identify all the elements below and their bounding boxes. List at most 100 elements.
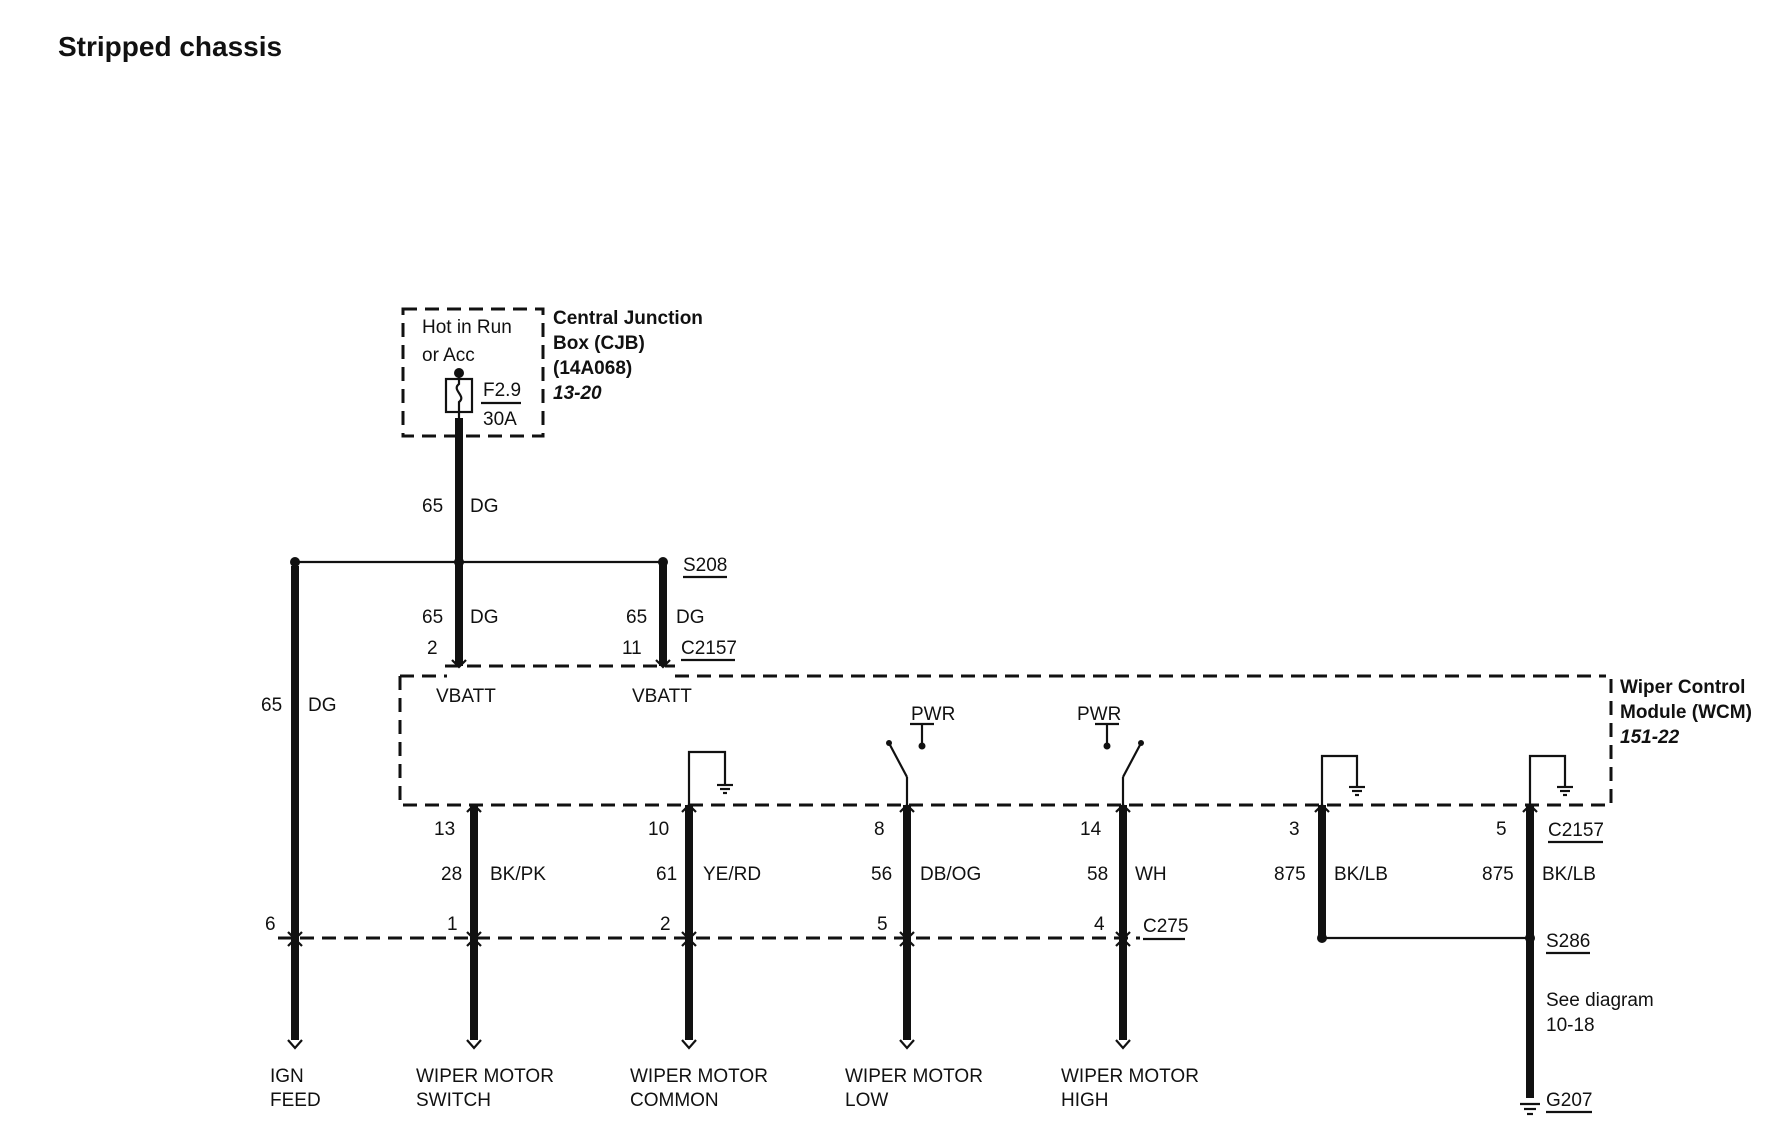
cjb-part-number: (14A068): [553, 358, 632, 379]
ign-label-line2: FEED: [270, 1090, 321, 1111]
pin3-color: BK/LB: [1334, 864, 1388, 885]
pin5-color: BK/LB: [1542, 864, 1596, 885]
c275-mark-5: [899, 931, 915, 947]
ground-g207: G207: [1546, 1090, 1592, 1111]
fuse-rating: 30A: [483, 409, 517, 430]
c2157-bottom-mark-13: [466, 803, 482, 813]
switch-high-blade: [1122, 744, 1141, 778]
high-c275-pin: 4: [1094, 914, 1105, 935]
ign-wire-circuit: 65: [261, 695, 282, 716]
vbatt2-color: DG: [676, 607, 705, 628]
common-internal-ground-path: [687, 750, 727, 805]
wire-wiper-high-arrow: [1115, 1039, 1131, 1050]
high-label-line1: WIPER MOTOR: [1061, 1066, 1199, 1087]
feed-wire-color: DG: [470, 496, 499, 517]
feed-wire-circuit: 65: [422, 496, 443, 517]
pwr-label-low: PWR: [911, 704, 955, 725]
splice-s208: S208: [683, 555, 727, 576]
high-circuit: 58: [1087, 864, 1108, 885]
splice-s286: S286: [1546, 931, 1590, 952]
vbatt1-pin: 2: [427, 638, 438, 659]
low-label-line2: LOW: [845, 1090, 888, 1111]
switch-circuit: 28: [441, 864, 462, 885]
pwr-high-contact: [1103, 742, 1111, 750]
c2157-bottom-mark-14: [1115, 803, 1131, 813]
c275-mark-1: [466, 931, 482, 947]
fuse-id: F2.9: [483, 380, 521, 401]
pin5-internal-ground-path: [1528, 754, 1567, 805]
wire-wiper-low-arrow: [899, 1039, 915, 1050]
cjb-hot-line2: or Acc: [422, 345, 475, 366]
low-label-line1: WIPER MOTOR: [845, 1066, 983, 1087]
vbatt2-pin-mark: [655, 659, 671, 669]
s286-node-left: [1317, 933, 1327, 943]
pin3-circuit: 875: [1274, 864, 1306, 885]
cjb-box: [401, 307, 545, 438]
pin3-pin: 3: [1289, 819, 1300, 840]
ign-wire-color: DG: [308, 695, 337, 716]
switch-c275-pin: 1: [447, 914, 458, 935]
wcm-name-line2: Module (WCM): [1620, 702, 1752, 723]
high-pin: 14: [1080, 819, 1102, 840]
switch-low-pivot: [886, 740, 892, 746]
vbatt2-circuit: 65: [626, 607, 647, 628]
ign-c275-pin: 6: [265, 914, 276, 935]
vbatt2-pin: 11: [622, 638, 642, 659]
vbatt1-pin-mark: [451, 659, 467, 669]
fuse-element: [455, 373, 463, 418]
common-label-line2: COMMON: [630, 1090, 719, 1111]
low-circuit: 56: [871, 864, 892, 885]
see-diagram-line2: 10-18: [1546, 1015, 1595, 1036]
ground-icon-g207: [1520, 1102, 1540, 1116]
c275-mark-2: [681, 931, 697, 947]
see-diagram-line1: See diagram: [1546, 990, 1654, 1011]
cjb-hot-line1: Hot in Run: [422, 317, 512, 338]
pin5-circuit: 875: [1482, 864, 1514, 885]
common-label-line1: WIPER MOTOR: [630, 1066, 768, 1087]
switch-label-line2: SWITCH: [416, 1090, 491, 1111]
c2157-bottom-mark-10: [681, 803, 697, 813]
connector-c2157-top: C2157: [681, 638, 737, 659]
common-circuit: 61: [656, 864, 677, 885]
c2157-bottom-mark-5: [1522, 803, 1538, 813]
ground-icon-pin3: [1349, 785, 1365, 797]
common-c275-pin: 2: [660, 914, 671, 935]
ign-label-line1: IGN: [270, 1066, 304, 1087]
cjb-name-line2: Box (CJB): [553, 333, 645, 354]
common-color: YE/RD: [703, 864, 761, 885]
low-color: DB/OG: [920, 864, 981, 885]
high-label-line2: HIGH: [1061, 1090, 1109, 1111]
c2157-bottom-mark-8: [899, 803, 915, 813]
ground-icon-common: [717, 783, 733, 795]
wcm-box: [398, 674, 1613, 807]
vbatt2-label: VBATT: [632, 686, 692, 707]
vbatt1-circuit: 65: [422, 607, 443, 628]
pin3-internal-ground-path: [1320, 754, 1359, 805]
c275-mark-ign: [287, 931, 303, 947]
pin5-pin: 5: [1496, 819, 1507, 840]
switch-label-line1: WIPER MOTOR: [416, 1066, 554, 1087]
connector-c275: C275: [1143, 916, 1188, 937]
pwr-label-high: PWR: [1077, 704, 1121, 725]
high-color: WH: [1135, 864, 1167, 885]
switch-pin: 13: [434, 819, 455, 840]
common-pin: 10: [648, 819, 669, 840]
wire-wiper-switch-arrow: [466, 1039, 482, 1050]
wcm-name-line1: Wiper Control: [1620, 677, 1745, 698]
pwr-low-contact: [918, 742, 926, 750]
switch-high-pivot: [1138, 740, 1144, 746]
cjb-name-line1: Central Junction: [553, 308, 703, 329]
cjb-page-ref: 13-20: [553, 383, 602, 404]
s286-node-right: [1525, 933, 1535, 943]
vbatt1-label: VBATT: [436, 686, 496, 707]
switch-low-blade: [889, 744, 908, 778]
page-title: Stripped chassis: [58, 31, 282, 62]
wire-wiper-common-arrow: [681, 1039, 697, 1050]
vbatt1-color: DG: [470, 607, 499, 628]
wcm-page-ref: 151-22: [1620, 727, 1680, 748]
low-c275-pin: 5: [877, 914, 888, 935]
low-pin: 8: [874, 819, 885, 840]
c275-mark-4: [1115, 931, 1131, 947]
connector-c2157-bottom: C2157: [1548, 820, 1604, 841]
